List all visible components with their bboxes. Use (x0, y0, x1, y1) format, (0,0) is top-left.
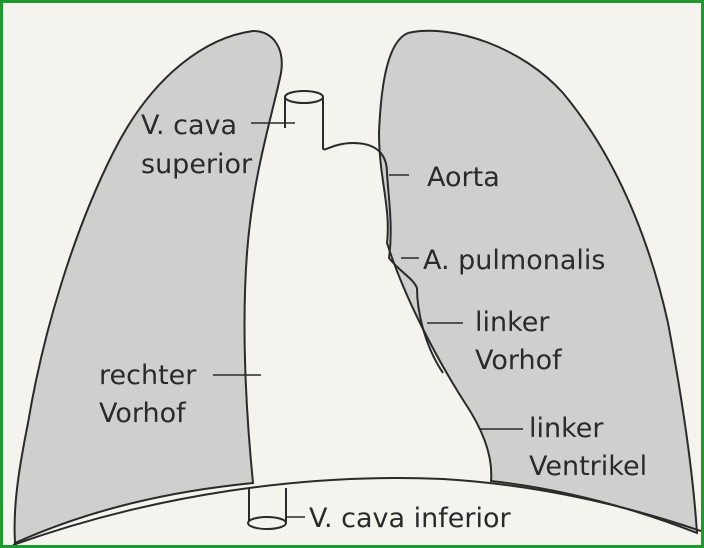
v-cava-inferior-opening (248, 517, 286, 529)
label-linker-vorhof-line1: linker (475, 307, 550, 338)
label-v-cava-inferior: V. cava inferior (309, 503, 512, 534)
v-cava-superior-opening (285, 91, 323, 103)
right-lung-shape (15, 31, 282, 543)
label-aorta: Aorta (427, 162, 500, 193)
label-a-pulmonalis: A. pulmonalis (423, 245, 605, 276)
label-linker-vorhof-line2: Vorhof (475, 345, 563, 376)
label-linker-ventrikel-line2: Ventrikel (529, 451, 647, 482)
label-rechter-vorhof-line2: Vorhof (99, 398, 187, 429)
label-v-cava-superior-line2: superior (141, 149, 253, 180)
label-rechter-vorhof-line1: rechter (99, 360, 197, 391)
label-linker-ventrikel-line1: linker (529, 413, 604, 444)
label-v-cava-superior-line1: V. cava (141, 110, 237, 141)
chest-diagram: V. cava superior Aorta A. pulmonalis lin… (3, 3, 704, 548)
